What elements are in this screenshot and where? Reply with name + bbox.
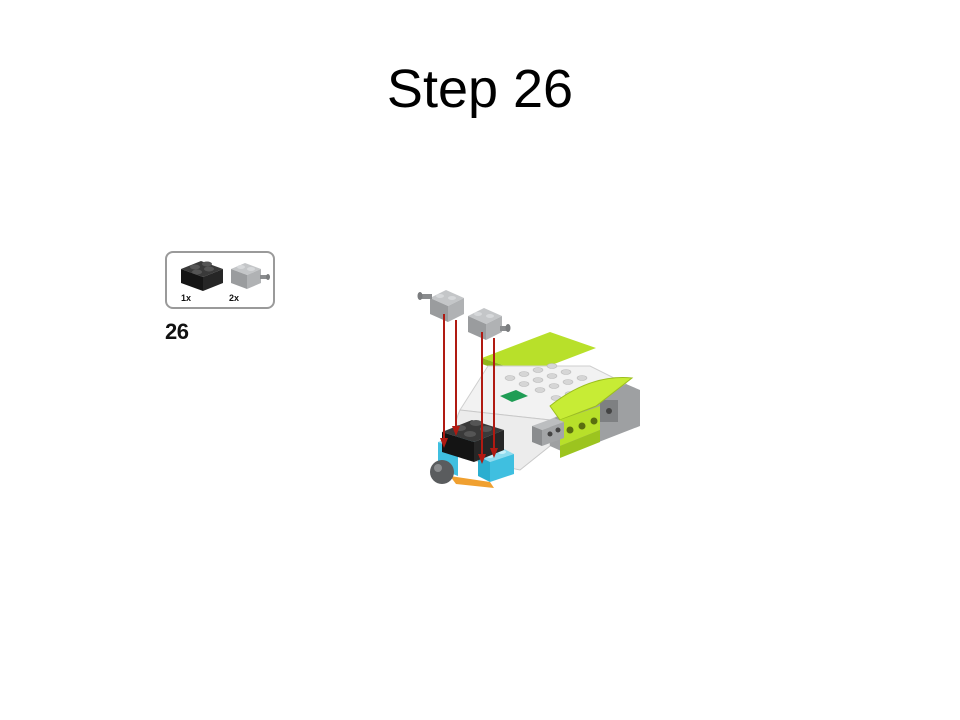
- black-brick-icon: [181, 261, 223, 291]
- parts-callout: 1x 2x: [165, 251, 275, 309]
- slide-title: Step 26: [386, 59, 574, 119]
- ball-joint: [430, 460, 454, 484]
- parts-illustration: [181, 261, 270, 291]
- step-number: 26: [165, 319, 189, 344]
- gray-axle-brick-icon: [231, 263, 270, 289]
- orange-base-edge: [450, 476, 494, 488]
- part-quantity-black-brick: 1x: [181, 293, 192, 303]
- lime-side-piece: [549, 377, 634, 458]
- placement-arrows: [440, 314, 498, 464]
- gray-axle-brick-right: [468, 308, 511, 340]
- gray-axle-brick-left: [417, 290, 464, 322]
- gray-technic-bracket: [532, 418, 564, 446]
- white-top-plate: [459, 363, 628, 421]
- part-quantity-axle-brick: 2x: [229, 293, 240, 303]
- model-illustration: [417, 290, 640, 488]
